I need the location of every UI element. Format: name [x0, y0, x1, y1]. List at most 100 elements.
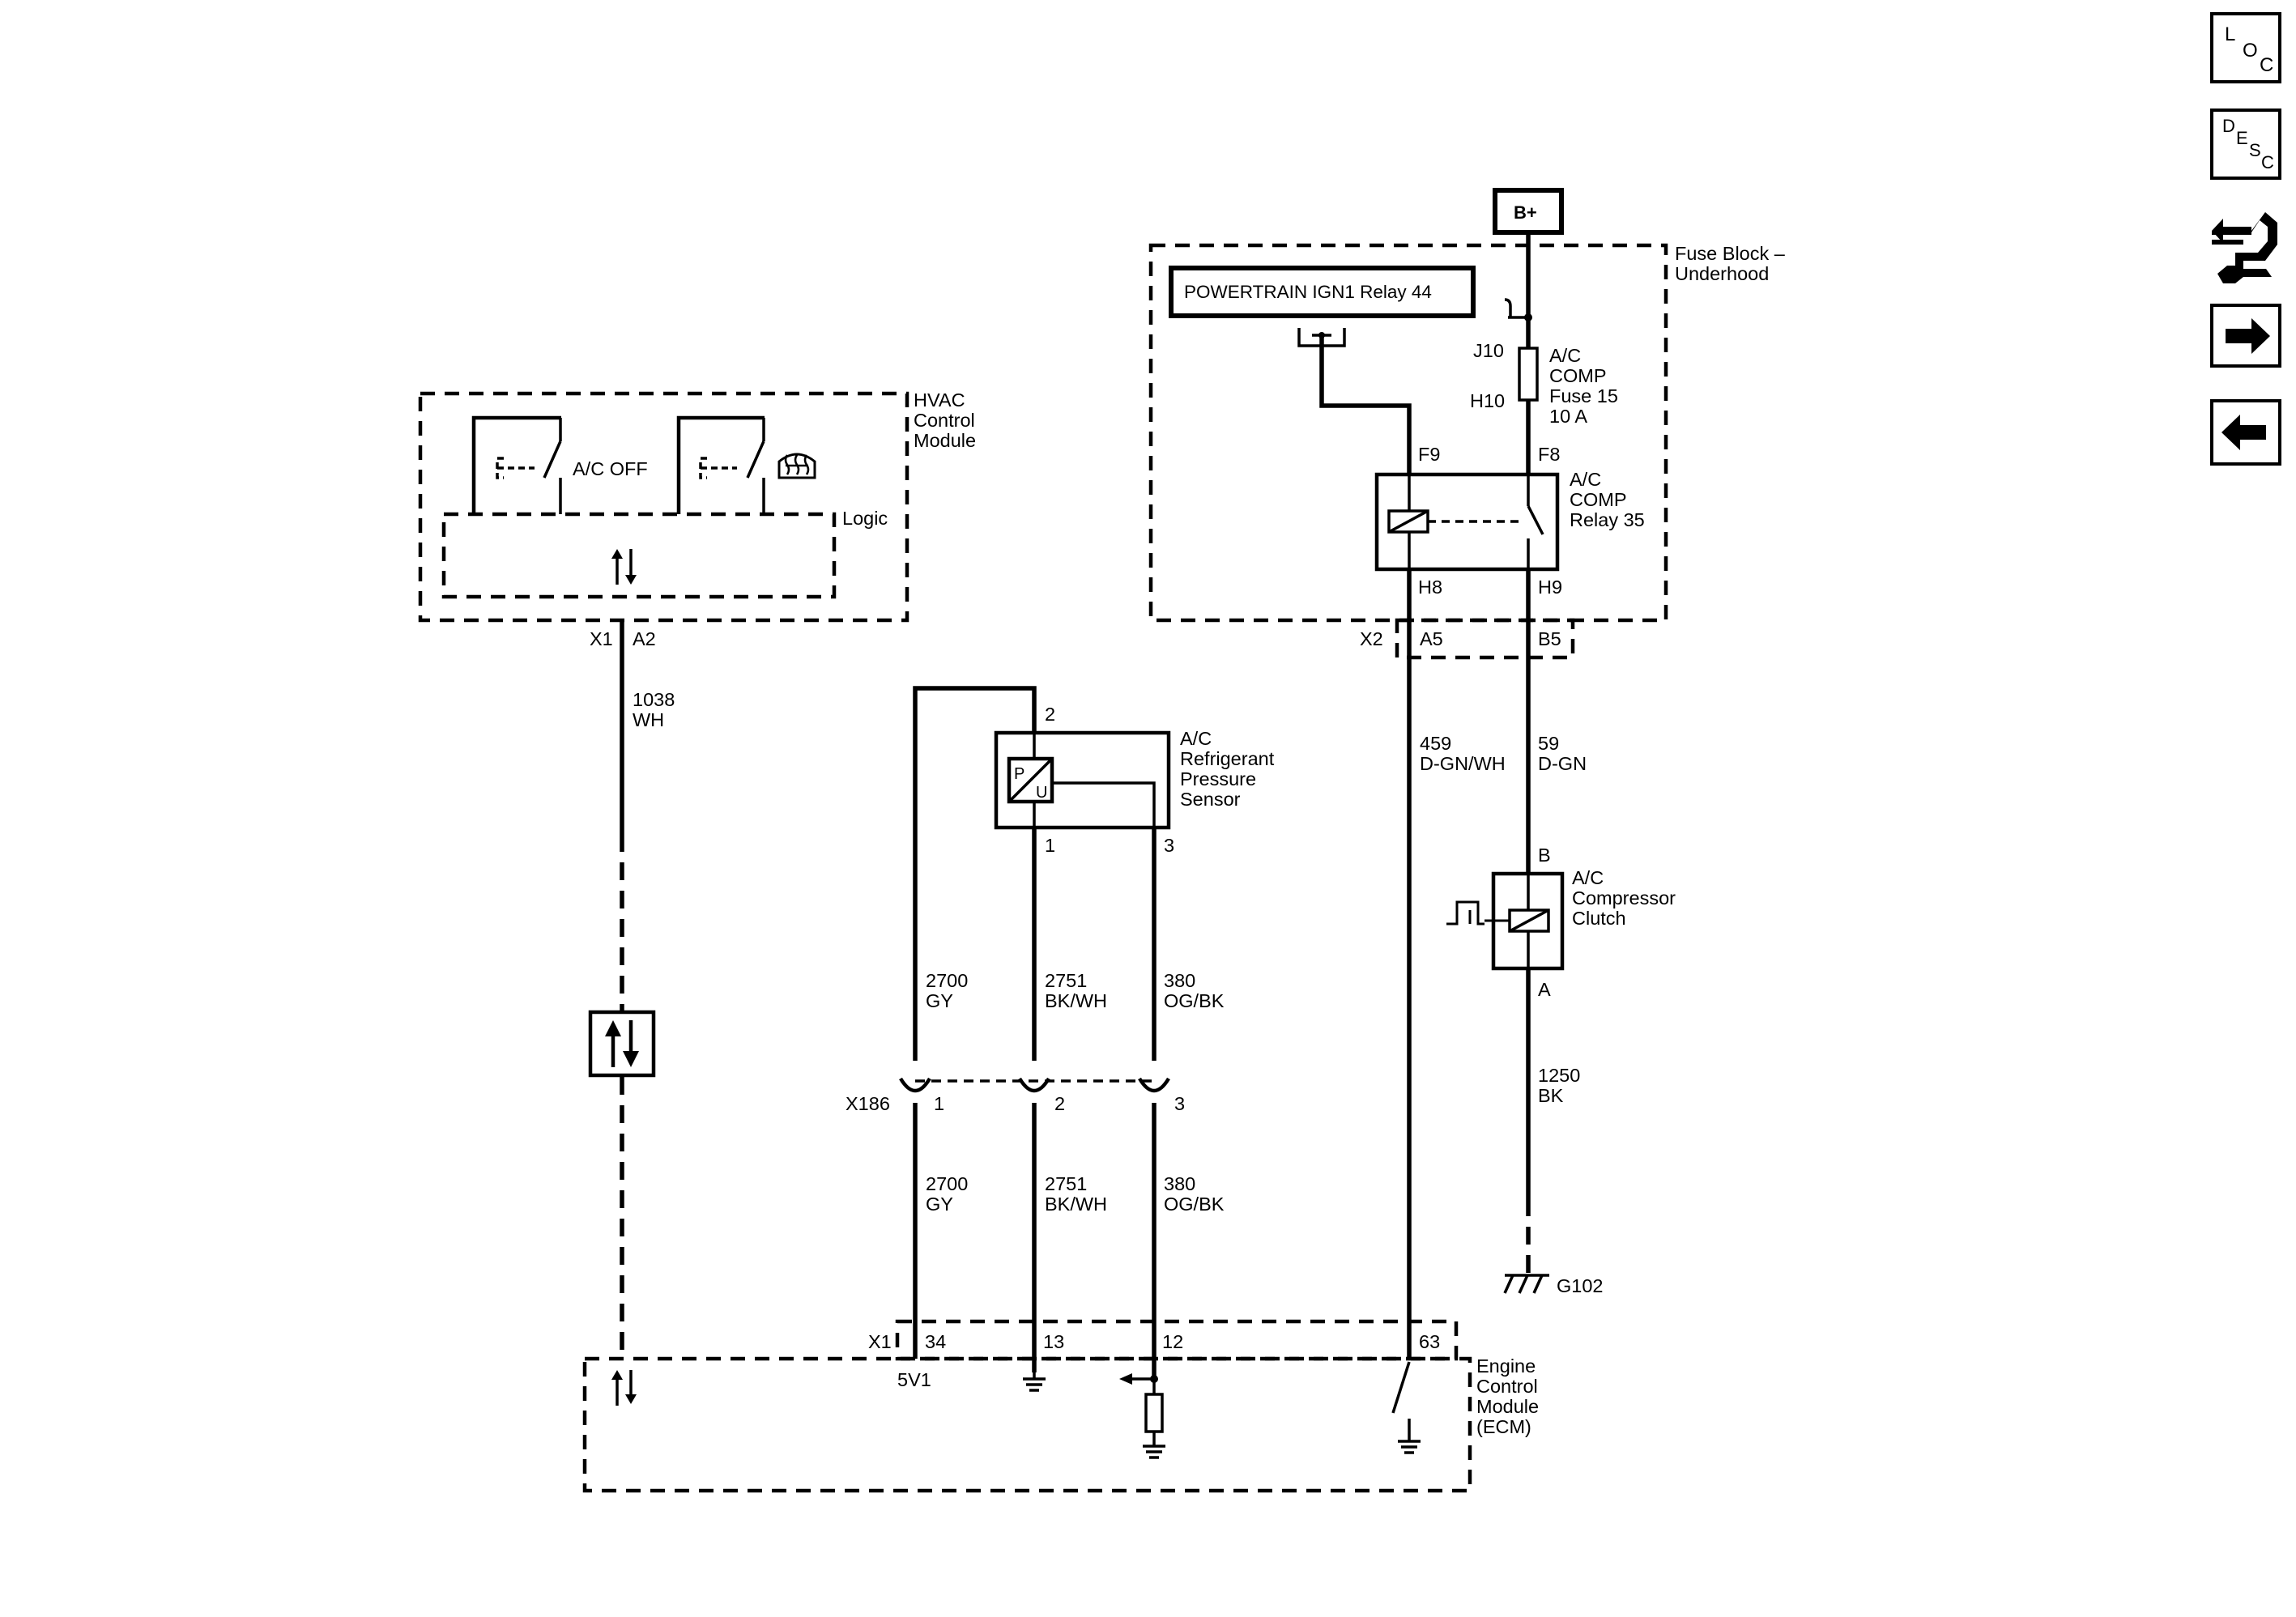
fuse-block-label-line1: Fuse Block –	[1675, 243, 1786, 264]
hvac-pin-a2: A2	[633, 628, 656, 649]
relay-pin-h8: H8	[1418, 577, 1442, 598]
wire-1038: 1038 WH	[620, 620, 675, 1360]
wire-1250-circuit: 1250	[1538, 1065, 1580, 1086]
fuse-block-label-line2: Underhood	[1675, 263, 1769, 284]
relay-label-line3: Relay 35	[1570, 509, 1645, 530]
wire-59: 59 D-GN	[1526, 569, 1587, 874]
wire-2751b-circuit: 2751	[1045, 1173, 1087, 1194]
wire-2700a-circuit: 2700	[926, 970, 968, 991]
wire-2700: 2700 GY 2700 GY	[913, 686, 1037, 1359]
next-button[interactable]	[2210, 304, 2281, 368]
ac-compressor-clutch: B A A/C Compressor Clutch	[1446, 845, 1676, 1000]
wire-2700b-circuit: 2700	[926, 1173, 968, 1194]
desc-letter-c: C	[2261, 152, 2274, 172]
clutch-label-line2: Compressor	[1572, 887, 1676, 908]
pushbutton-icon	[496, 457, 535, 479]
fuse-block-pin-a5: A5	[1420, 628, 1443, 649]
ac-off-label: A/C OFF	[573, 458, 648, 479]
arrow-left-icon	[2221, 415, 2266, 450]
sensor-u-symbol: U	[1036, 784, 1047, 802]
wire-459-color: D-GN/WH	[1420, 753, 1506, 774]
powertrain-ign1-relay: POWERTRAIN IGN1 Relay 44	[1169, 266, 1476, 474]
wire-2751a-circuit: 2751	[1045, 970, 1087, 991]
wire-380a-circuit: 380	[1164, 970, 1195, 991]
x186-inline-connector: X186 1 2 3	[846, 1077, 1185, 1114]
low-side-driver-icon	[1391, 1361, 1421, 1454]
refrigerant-pressure-sensor: P U A/C Refrigerant Pressure Sensor 2 1 …	[994, 704, 1275, 856]
ac-off-switch: A/C OFF	[471, 415, 648, 514]
ecm-connector-label: X1	[868, 1331, 892, 1352]
hvac-logic-label: Logic	[842, 508, 888, 529]
wire-b-plus: J10 H10 A/C COMP Fuse 15 10 A	[1470, 232, 1618, 474]
relay-label-line1: A/C	[1570, 469, 1601, 490]
ground-label: G102	[1557, 1275, 1604, 1296]
wire-1038-circuit: 1038	[633, 689, 675, 710]
defrost-switch	[676, 415, 816, 514]
wire-1038-color: WH	[633, 709, 664, 730]
pull-down-resistor-icon	[1119, 1373, 1165, 1459]
fuse-block-underhood: Fuse Block – Underhood X2 A5 B5	[1148, 243, 1786, 660]
clutch-pin-a: A	[1538, 979, 1551, 1000]
clutch-plate-icon	[1446, 900, 1510, 926]
sensor-label-line4: Sensor	[1180, 789, 1241, 810]
rear-defrost-icon	[777, 453, 816, 479]
chassis-ground-icon: G102	[1503, 1274, 1604, 1296]
loc-button[interactable]: L O C	[2210, 12, 2281, 83]
ac-comp-relay: F9 F8 H8 H9 A/C COMP Relay 35	[1374, 444, 1645, 598]
wire-1250-color: BK	[1538, 1085, 1564, 1106]
sensor-pin-1: 1	[1045, 835, 1055, 856]
wire-380: 380 OG/BK 380 OG/BK	[1152, 828, 1225, 1379]
loc-letter-o: O	[2243, 40, 2258, 62]
wire-380b-color: OG/BK	[1164, 1194, 1225, 1215]
previous-button[interactable]	[2210, 399, 2281, 466]
loc-letter-c: C	[2260, 54, 2273, 76]
wire-2700b-color: GY	[926, 1194, 953, 1215]
ecm-label-line1: Engine	[1476, 1355, 1536, 1377]
sensor-pin-3: 3	[1164, 835, 1174, 856]
relay-pin-f9: F9	[1418, 444, 1440, 465]
data-arrow-icon	[611, 1370, 637, 1406]
loc-letter-l: L	[2225, 23, 2235, 45]
ecm-label-line2: Control	[1476, 1376, 1538, 1397]
arrow-right-icon	[2226, 318, 2270, 354]
connector-tool-icon	[2212, 212, 2277, 283]
fuse-label-line1: A/C	[1549, 345, 1581, 366]
wire-380b-circuit: 380	[1164, 1173, 1195, 1194]
fuse-block-pin-b5: B5	[1538, 628, 1561, 649]
sensor-label-line2: Refrigerant	[1180, 748, 1275, 769]
desc-button[interactable]: D E S C	[2210, 109, 2281, 180]
serial-data-icon	[588, 1010, 656, 1078]
double-arrow-icon	[2212, 219, 2251, 243]
data-arrow-icon	[611, 549, 637, 585]
x186-label: X186	[846, 1093, 890, 1114]
battery-positive: B+	[1493, 188, 1564, 235]
wire-2751: 2751 BK/WH 2751 BK/WH	[1032, 828, 1107, 1372]
ecm-5v-label: 5V1	[897, 1369, 931, 1390]
ecm-label-line4: (ECM)	[1476, 1416, 1531, 1437]
hvac-label-line2: Control	[914, 410, 975, 431]
wire-59-circuit: 59	[1538, 733, 1559, 754]
relay-pin-h9: H9	[1538, 577, 1562, 598]
clutch-label-line1: A/C	[1572, 867, 1604, 888]
fuse-pin-j10: J10	[1473, 340, 1504, 361]
wire-459: 459 D-GN/WH	[1407, 569, 1506, 1359]
relay-label-line2: COMP	[1570, 489, 1627, 510]
fuse-block-connector: X2	[1360, 628, 1383, 649]
desc-letter-d: D	[2222, 116, 2235, 136]
wire-59-color: D-GN	[1538, 753, 1587, 774]
wire-380a-color: OG/BK	[1164, 990, 1225, 1011]
hvac-label-line3: Module	[914, 430, 976, 451]
clutch-label-line3: Clutch	[1572, 908, 1626, 929]
sensor-p-symbol: P	[1014, 765, 1024, 783]
wire-1250: 1250 BK	[1526, 968, 1580, 1275]
battery-label: B+	[1514, 202, 1537, 223]
desc-letter-e: E	[2236, 128, 2248, 148]
ground-icon	[1023, 1372, 1046, 1392]
x186-pin-1: 1	[934, 1093, 944, 1114]
ecm-pin-34: 34	[925, 1331, 946, 1352]
sensor-label-line1: A/C	[1180, 728, 1212, 749]
engine-control-module: Engine Control Module (ECM) X1 34 13 12 …	[582, 1319, 1539, 1493]
connector-tool-button[interactable]	[2212, 212, 2277, 283]
powertrain-relay-label: POWERTRAIN IGN1 Relay 44	[1184, 282, 1432, 302]
clutch-pin-b: B	[1538, 845, 1551, 866]
